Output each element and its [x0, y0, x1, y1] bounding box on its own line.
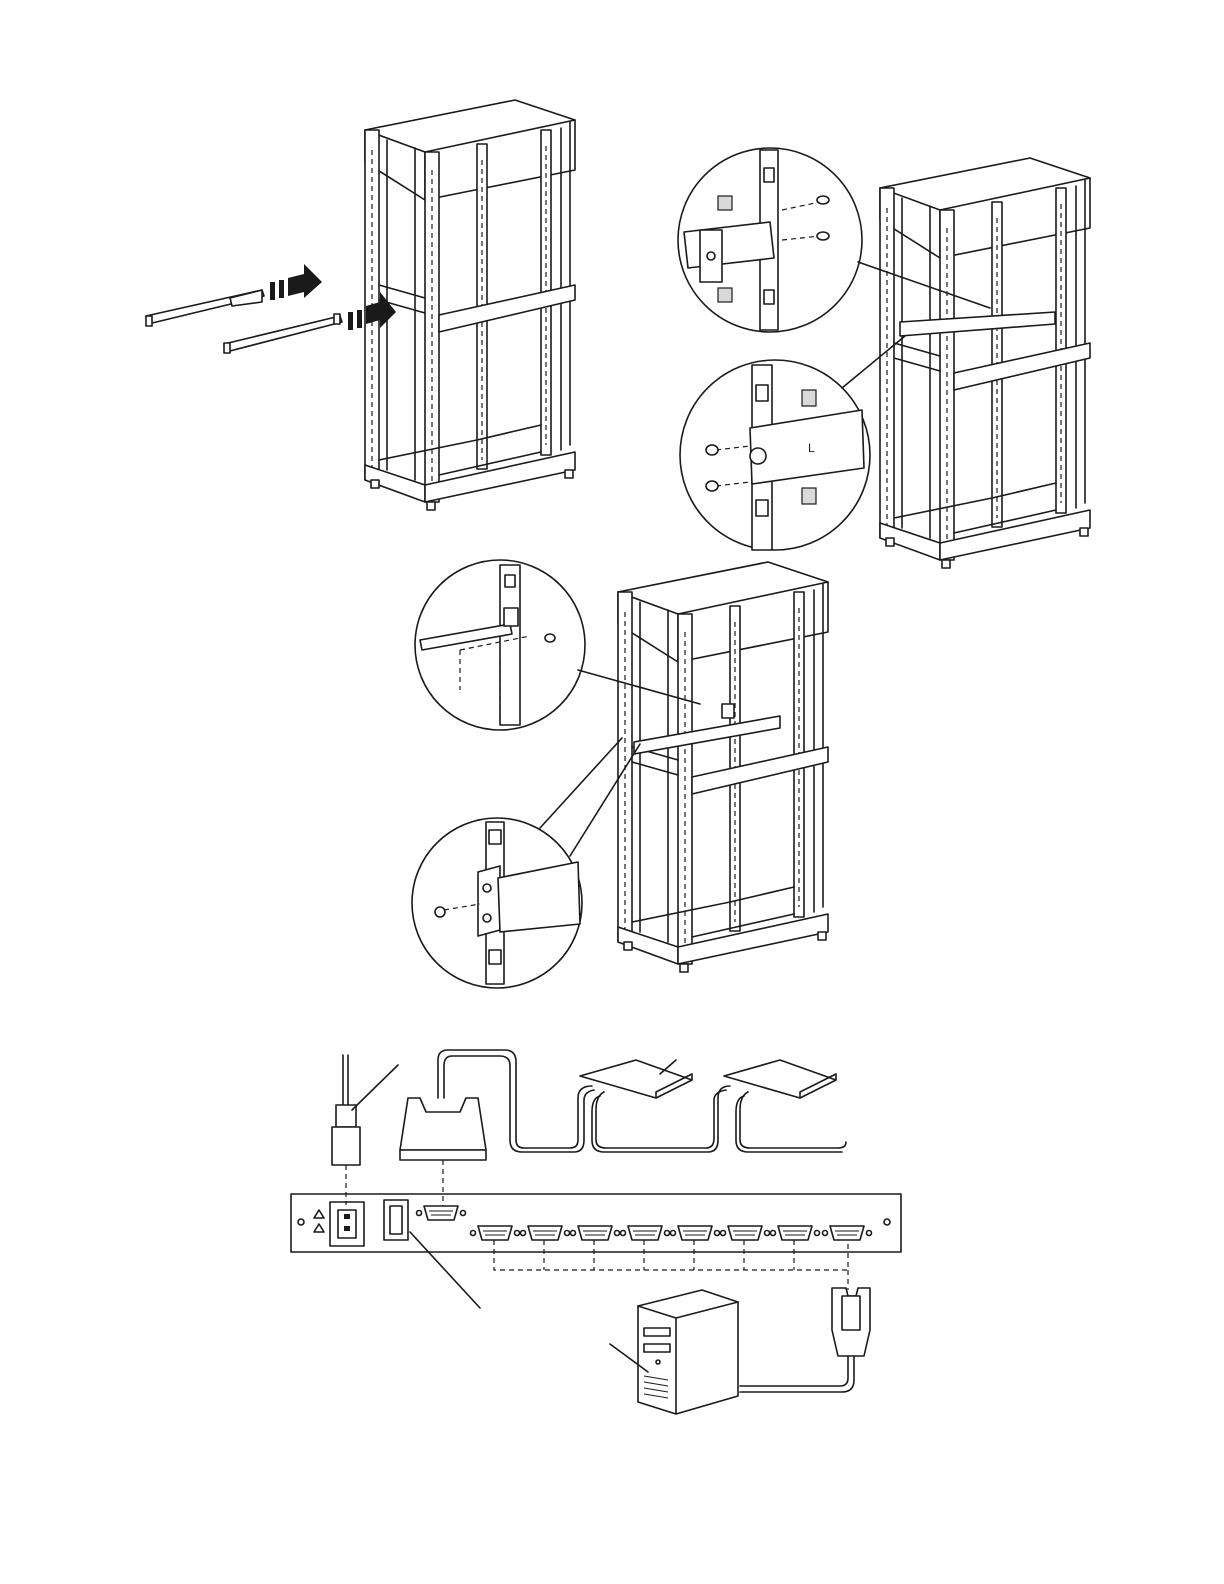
rack-cabinet-middle: [618, 562, 828, 972]
vga-connector: [740, 1288, 870, 1392]
daisy-chain-cable: [400, 1050, 846, 1206]
rail-marking-label: L: [808, 441, 815, 455]
kvm-switch-unit: [291, 1194, 901, 1290]
rack-cabinet-right: [880, 158, 1090, 568]
insert-arrow-upper-icon: [270, 264, 322, 300]
computer-tower-icon: [610, 1290, 738, 1414]
rack-cabinet-left: [365, 100, 575, 510]
power-cord-plug: [332, 1055, 398, 1205]
power-switch: [384, 1200, 408, 1240]
rail-lower: [224, 314, 342, 353]
rail-upper: [146, 290, 264, 326]
closeup-circle-bottom: [412, 738, 640, 988]
closeup-circle-lower: L: [680, 336, 905, 550]
